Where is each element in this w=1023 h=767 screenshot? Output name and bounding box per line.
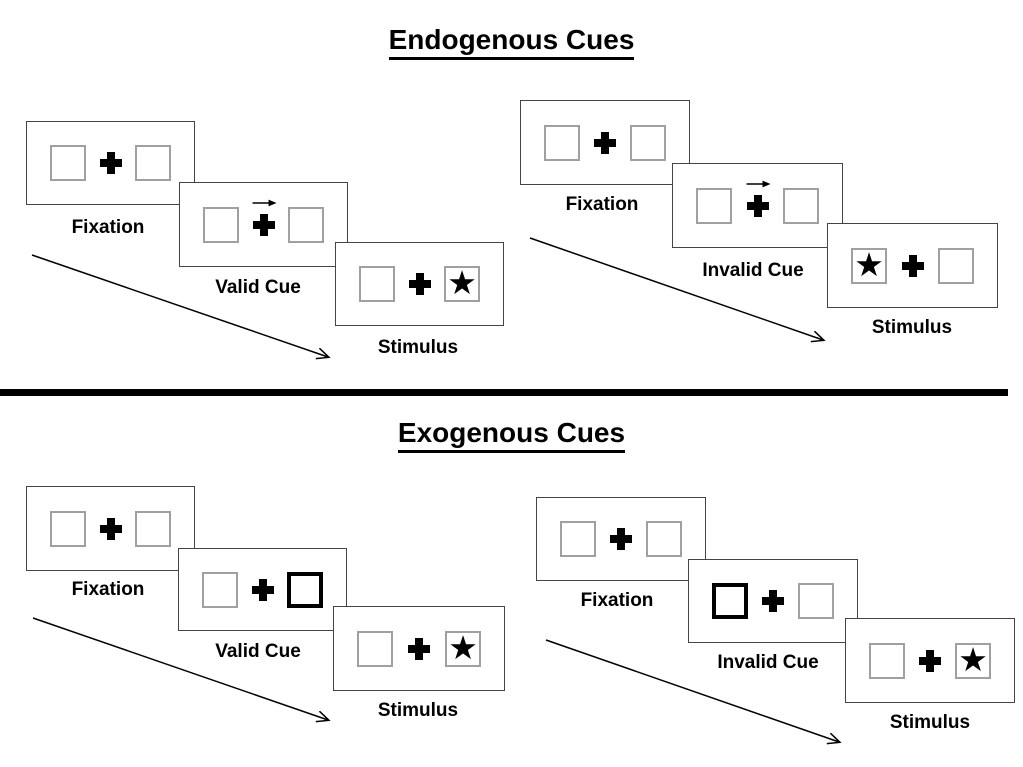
- panel-endogenous-valid-fixation: [26, 121, 195, 205]
- panel-exogenous-invalid-cue: [688, 559, 858, 643]
- left-highlight-cue-box: [712, 583, 748, 619]
- fixation-cross-icon: [762, 590, 784, 612]
- left-placeholder-box: [50, 510, 86, 547]
- cue-right-arrow-icon: [252, 199, 277, 206]
- panel-label: Fixation: [580, 590, 654, 611]
- section-title-endogenous: Endogenous Cues: [0, 24, 1023, 60]
- right-stimulus-box: ★: [445, 627, 481, 667]
- right-stimulus-box: ★: [444, 266, 480, 302]
- sequence-arrow-exogenous-valid: [32, 617, 328, 720]
- panel-label: Stimulus: [377, 337, 459, 358]
- left-placeholder-box: [50, 145, 86, 181]
- panel-endogenous-invalid-fixation: [520, 100, 690, 185]
- left-placeholder-box: [357, 630, 393, 667]
- cue-right-arrow-icon: [746, 180, 771, 187]
- fixation-cross-icon: [99, 152, 122, 174]
- right-placeholder-box: [288, 206, 324, 243]
- panel-label: Stimulus: [377, 700, 459, 721]
- fixation-cross-icon: [594, 131, 616, 154]
- fixation-cross-icon: [99, 517, 122, 540]
- sequence-arrow-exogenous-invalid: [545, 639, 839, 742]
- left-placeholder-box: [560, 521, 596, 557]
- left-placeholder-box: [696, 187, 732, 224]
- star-stimulus-icon: ★: [447, 263, 477, 302]
- panel-exogenous-valid-cue: [178, 548, 347, 631]
- star-stimulus-icon: ★: [854, 244, 884, 284]
- fixation-cross-icon: [746, 180, 771, 217]
- fixation-cross-icon: [408, 637, 430, 660]
- panel-endogenous-invalid-stimulus: ★: [827, 223, 998, 308]
- panel-endogenous-invalid-cue: [672, 163, 843, 248]
- section-title-exogenous: Exogenous Cues: [0, 417, 1023, 453]
- fixation-cross-icon: [251, 578, 274, 601]
- fixation-cross-icon: [919, 649, 941, 672]
- left-placeholder-box: [359, 266, 395, 302]
- panel-endogenous-valid-cue: [179, 182, 348, 267]
- section-title-text: Endogenous Cues: [388, 24, 635, 60]
- sequence-arrow-endogenous-valid: [31, 254, 328, 357]
- panel-label: Stimulus: [889, 712, 971, 733]
- panel-exogenous-invalid-stimulus: ★: [845, 618, 1015, 703]
- panel-exogenous-invalid-fixation: [536, 497, 706, 581]
- star-stimulus-icon: ★: [448, 627, 478, 667]
- right-placeholder-box: [938, 247, 974, 284]
- panel-label: Valid Cue: [215, 277, 301, 298]
- section-title-text: Exogenous Cues: [397, 417, 626, 453]
- left-placeholder-box: [203, 206, 239, 243]
- fixation-cross-icon: [901, 254, 924, 277]
- star-stimulus-icon: ★: [958, 639, 988, 679]
- panel-label: Stimulus: [871, 317, 953, 338]
- right-placeholder-box: [798, 583, 834, 619]
- panel-label: Valid Cue: [215, 641, 301, 662]
- fixation-cross-icon: [252, 199, 277, 236]
- panel-label: Fixation: [71, 217, 145, 238]
- section-divider: [0, 389, 1008, 396]
- right-stimulus-box: ★: [955, 639, 991, 679]
- left-stimulus-box: ★: [851, 244, 887, 284]
- right-highlight-cue-box: [287, 571, 323, 608]
- left-placeholder-box: [544, 124, 580, 161]
- left-placeholder-box: [202, 571, 238, 608]
- left-placeholder-box: [869, 642, 905, 679]
- right-placeholder-box: [630, 124, 666, 161]
- fixation-cross-icon: [408, 273, 431, 295]
- right-placeholder-box: [135, 510, 171, 547]
- panel-label: Fixation: [71, 579, 145, 600]
- panel-label: Invalid Cue: [717, 652, 819, 673]
- right-placeholder-box: [135, 145, 171, 181]
- panel-endogenous-valid-stimulus: ★: [335, 242, 504, 326]
- panel-label: Fixation: [565, 194, 639, 215]
- panel-exogenous-valid-stimulus: ★: [333, 606, 505, 691]
- right-placeholder-box: [783, 187, 819, 224]
- panel-label: Invalid Cue: [702, 260, 804, 281]
- right-placeholder-box: [646, 521, 682, 557]
- sequence-arrow-endogenous-invalid: [529, 237, 823, 340]
- fixation-cross-icon: [610, 528, 632, 550]
- panel-exogenous-valid-fixation: [26, 486, 195, 571]
